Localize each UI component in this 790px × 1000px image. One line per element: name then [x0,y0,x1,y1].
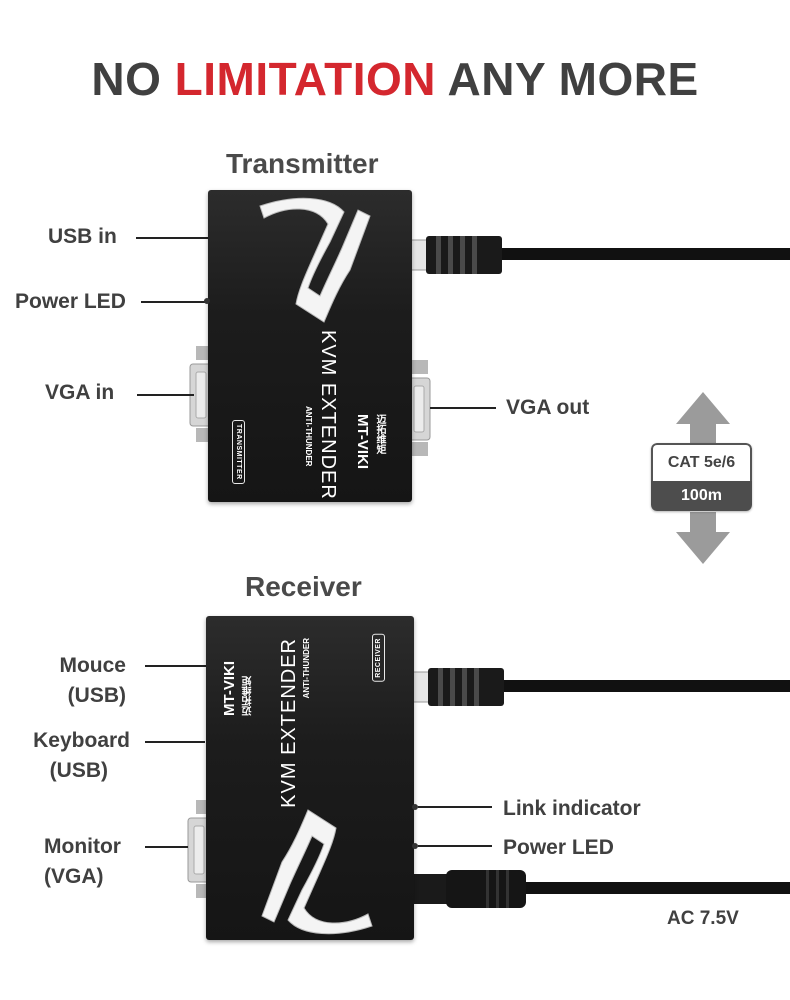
double-arrow-icon [676,392,730,564]
headline: NO LIMITATION ANY MORE [0,52,790,106]
transmitter-power-led [204,298,210,304]
receiver-brand-group: MT-VIKI 迈拓维矩 [218,636,278,716]
label-monitor: Monitor (VGA) [44,832,121,892]
receiver-link-led [412,804,418,810]
receiver-brand: MT-VIKI [221,661,238,716]
label-usb-in: USB in [48,225,117,248]
cable-distance: 100m [651,481,752,511]
label-monitor-title: Monitor [44,835,121,858]
label-mouse: Mouce (USB) [30,651,126,711]
receiver-graphics [145,665,790,908]
transmitter-brand: MT-VIKI [354,414,371,469]
receiver-model: KVM EXTENDER [278,638,300,808]
label-ac-power: AC 7.5V [667,908,739,929]
label-vga-out: VGA out [506,396,590,419]
transmitter-model-sub: ANTI-THUNDER [304,406,313,467]
transmitter-ribbon-logo [259,197,371,323]
transmitter-brand-cn: 迈拓维矩 [374,414,385,454]
receiver-brand-cn: 迈拓维矩 [243,676,254,716]
transmitter-rj45-connector [409,236,502,274]
receiver-title: Receiver [245,571,362,602]
label-link-indicator: Link indicator [503,797,641,820]
receiver-device: MT-VIKI 迈拓维矩 KVM EXTENDER ANTI-THUNDER R… [206,616,418,940]
headline-part2: ANY MORE [435,53,699,105]
transmitter-badge: TRANSMITTER [232,420,245,484]
receiver-rj45-connector [411,668,504,706]
transmitter-title: Transmitter [226,148,379,179]
label-keyboard-title: Keyboard [33,729,130,752]
receiver-model-sub: ANTI-THUNDER [302,638,311,699]
label-mouse-sub: (USB) [67,684,126,707]
label-rx-power-led: Power LED [503,836,614,859]
label-keyboard-sub: (USB) [49,759,108,782]
receiver-power-led [412,843,418,849]
label-mouse-title: Mouce [59,654,126,677]
receiver-ribbon-logo [261,809,373,935]
receiver-dc-connector [410,870,526,908]
label-keyboard: Keyboard (USB) [10,726,130,786]
label-monitor-sub: (VGA) [44,865,104,888]
cable-spec-label: CAT 5e/6 100m [651,443,752,511]
cable-type: CAT 5e/6 [651,443,752,481]
receiver-badge: RECEIVER [372,634,385,682]
transmitter-model: KVM EXTENDER [317,330,339,500]
headline-part1: NO [91,53,175,105]
label-tx-power-led: Power LED [15,290,126,313]
transmitter-device: MT-VIKI 迈拓维矩 KVM EXTENDER ANTI-THUNDER T… [204,190,412,502]
headline-highlight: LIMITATION [174,53,436,105]
label-vga-in: VGA in [45,381,115,404]
